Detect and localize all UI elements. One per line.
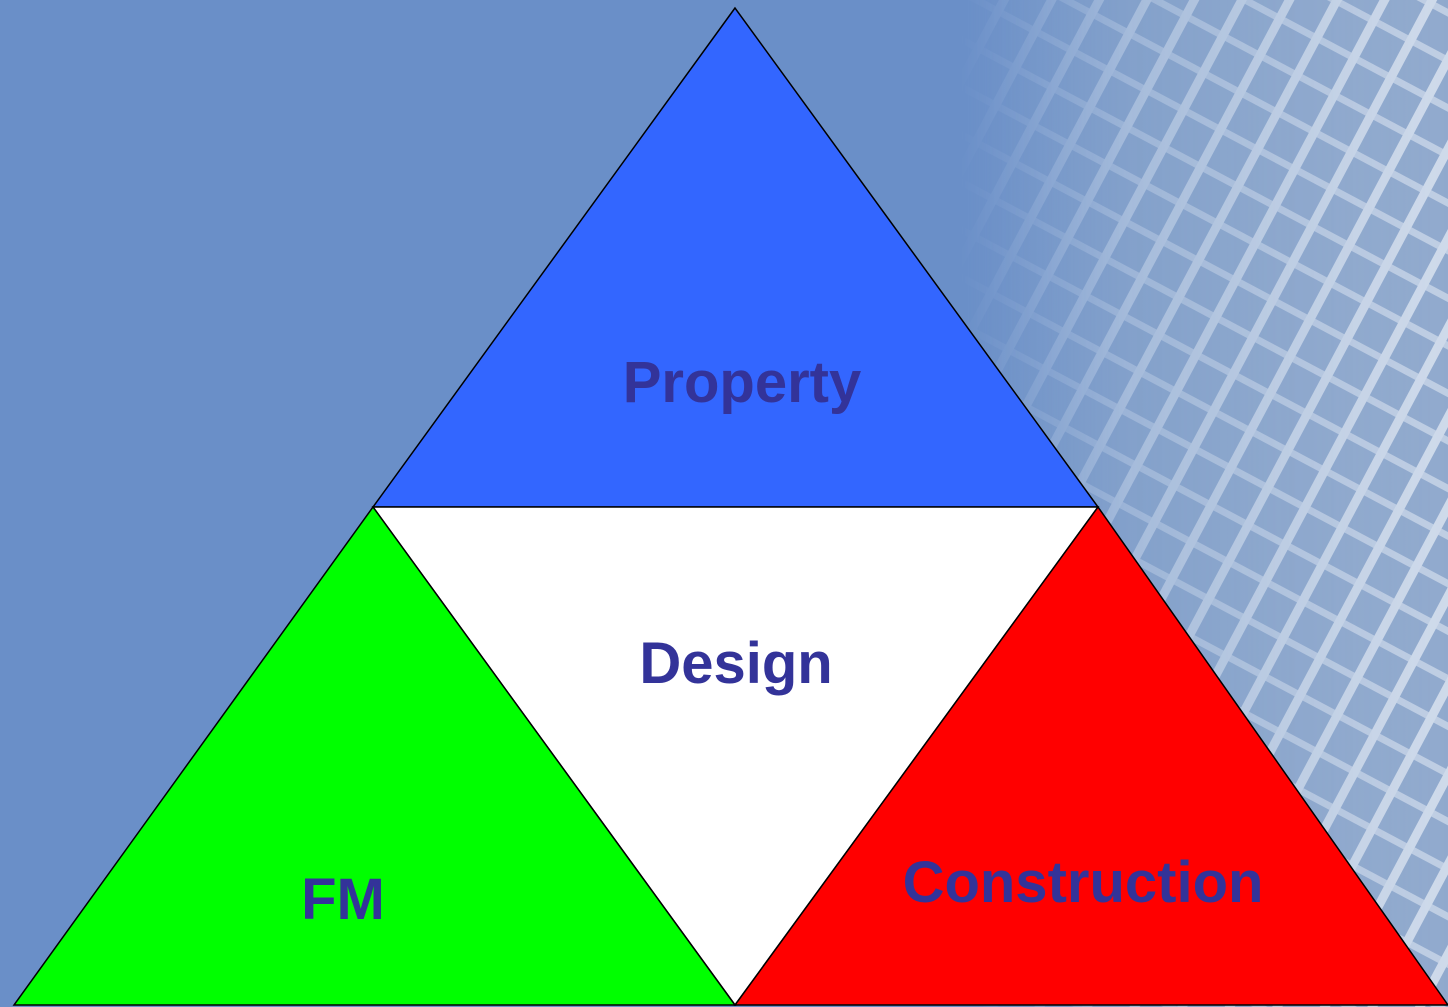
property-label: Property (623, 350, 862, 415)
construction-segment (733, 505, 1448, 1006)
design-label: Design (639, 631, 832, 696)
fm-segment (12, 505, 737, 1006)
fm-label: FM (301, 867, 385, 932)
construction-label: Construction (903, 850, 1264, 915)
